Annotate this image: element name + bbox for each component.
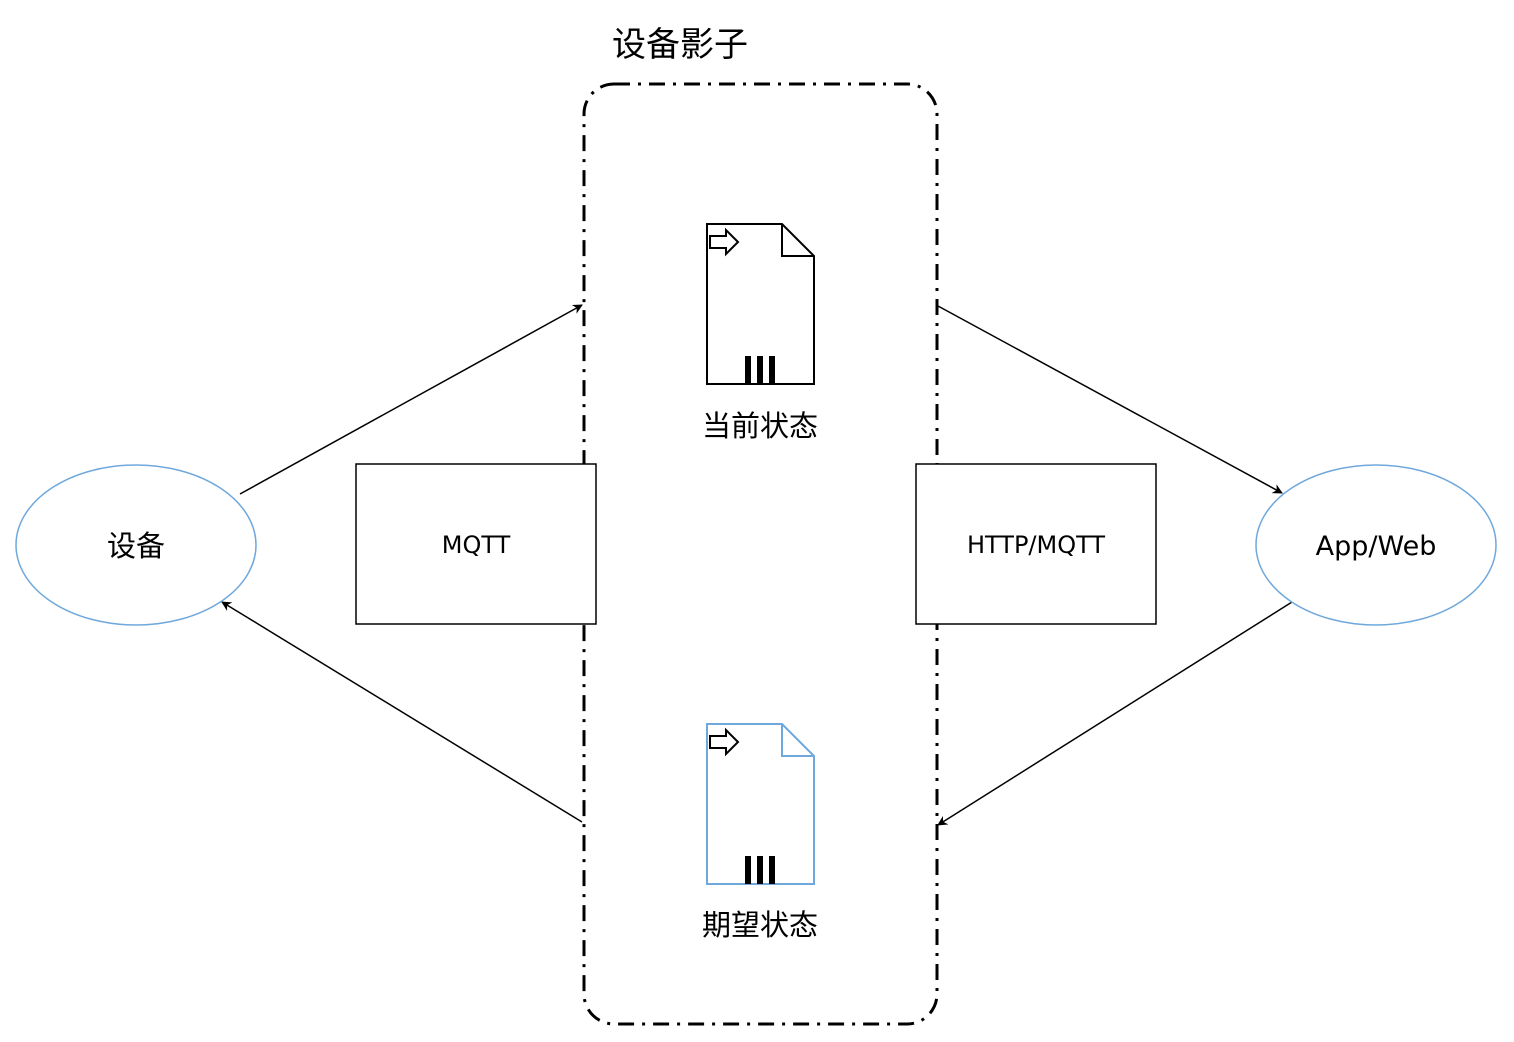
app-web-node[interactable]	[1255, 464, 1497, 626]
shadow-to-app-arrow	[937, 305, 1283, 494]
http-mqtt-box[interactable]	[915, 463, 1157, 625]
current-state-document-icon[interactable]	[706, 223, 815, 385]
shadow-to-device-arrow	[221, 601, 583, 823]
device-to-shadow-arrow	[239, 304, 583, 495]
device-label: 设备	[107, 529, 165, 563]
mqtt-label: MQTT	[442, 531, 511, 559]
app-web-label: App/Web	[1316, 531, 1437, 562]
app-to-shadow-arrow	[937, 601, 1293, 826]
device-node[interactable]	[15, 464, 257, 626]
desired-state-label: 期望状态	[702, 908, 818, 942]
mqtt-box[interactable]	[355, 463, 597, 625]
current-state-label: 当前状态	[702, 409, 818, 443]
http-mqtt-label: HTTP/MQTT	[967, 531, 1105, 559]
shadow-title: 设备影子	[612, 25, 748, 65]
desired-state-document-icon[interactable]	[706, 723, 815, 885]
